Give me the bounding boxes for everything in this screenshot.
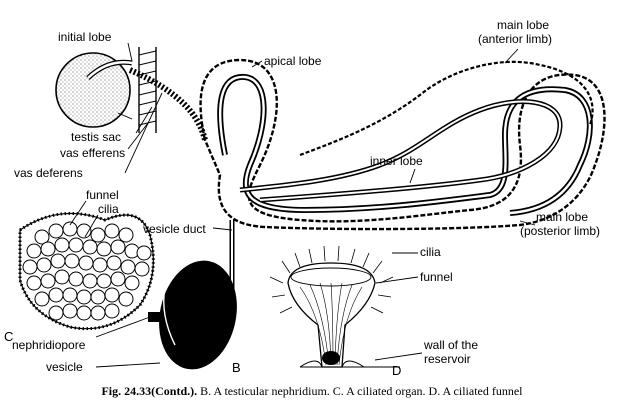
label-inner-lobe: inner lobe: [370, 154, 423, 168]
ciliated-funnel-drawing: [269, 245, 400, 368]
panel-label-d: D: [392, 363, 401, 378]
leader-lines: [69, 42, 536, 368]
label-vesicle-duct: vesicle duct: [143, 222, 206, 236]
label-reservoir: reservoir: [424, 352, 471, 366]
nephridium-coil: [199, 58, 606, 231]
label-main-lobe-anterior: main lobe: [497, 18, 549, 32]
panel-label-c: C: [4, 329, 13, 344]
label-cilia-d: cilia: [420, 245, 441, 259]
figure-number: Fig. 24.33(Contd.).: [101, 384, 198, 398]
label-funnel-d: funnel: [420, 270, 453, 284]
label-vas-efferens: vas efferens: [60, 146, 125, 160]
label-vas-deferens: vas deferens: [14, 166, 83, 180]
label-initial-lobe: initial lobe: [58, 30, 112, 44]
label-posterior-limb: (posterior limb): [520, 224, 600, 238]
vesicle-drawing: [148, 260, 237, 370]
ciliated-organ-drawing: [18, 211, 155, 331]
label-cilia-c: cilia: [98, 202, 119, 216]
label-funnel-c: funnel: [86, 188, 119, 202]
label-nephridiopore: nephridiopore: [12, 338, 86, 352]
label-apical-lobe: apical lobe: [264, 54, 322, 68]
label-wall-reservoir: wall of the: [423, 338, 478, 352]
caption-text: B. A testicular nephridium. C. A ciliate…: [197, 384, 523, 398]
label-anterior-limb: (anterior limb): [478, 32, 552, 46]
label-vesicle: vesicle: [46, 360, 83, 374]
figure-caption: Fig. 24.33(Contd.). B. A testicular neph…: [0, 384, 624, 399]
label-main-lobe-posterior: main lobe: [536, 210, 588, 224]
label-testis-sac: testis sac: [71, 130, 121, 144]
panel-label-b: B: [232, 360, 241, 375]
testis-sac-drawing: [55, 47, 208, 141]
